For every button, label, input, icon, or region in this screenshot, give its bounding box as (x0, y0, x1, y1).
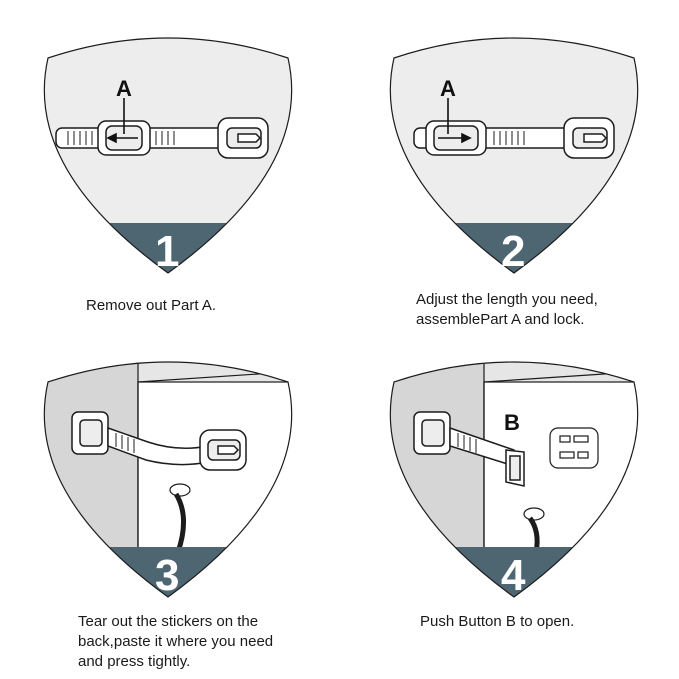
arrow-left-icon (106, 98, 138, 144)
shield-step-4: B 4 (389, 361, 639, 600)
shield-step-2: A 2 (389, 37, 639, 276)
lock-strap-icon (55, 117, 269, 159)
lock-strap-icon (413, 411, 525, 487)
step-3-number: 3 (155, 551, 179, 600)
step-1-caption: Remove out Part A. (86, 297, 217, 314)
step-1: A 1 Remove out Part A. (0, 0, 340, 340)
shield-step-1: A 1 (43, 37, 293, 276)
step-1-number: 1 (155, 227, 179, 276)
step-4-part-label: B (504, 410, 520, 435)
step-1-part-label: A (116, 76, 132, 101)
step-4: B 4 Push Button B to open. (340, 340, 679, 679)
shield-step-3: 3 (43, 361, 293, 600)
step-3: 3 Tear out the stickers on the back,past… (0, 340, 340, 679)
step-2-caption: Adjust the length you need, assemblePart… (416, 291, 598, 328)
step-2-part-label: A (440, 76, 456, 101)
lock-strap-icon (71, 411, 247, 471)
step-4-caption: Push Button B to open. (420, 613, 575, 630)
step-3-caption: Tear out the stickers on the back,paste … (78, 613, 274, 670)
arrow-right-icon (438, 98, 472, 144)
step-2-number: 2 (501, 227, 525, 276)
step-2: A 2 Adjust the length you need, assemble… (340, 0, 679, 340)
step-4-number: 4 (501, 551, 526, 600)
